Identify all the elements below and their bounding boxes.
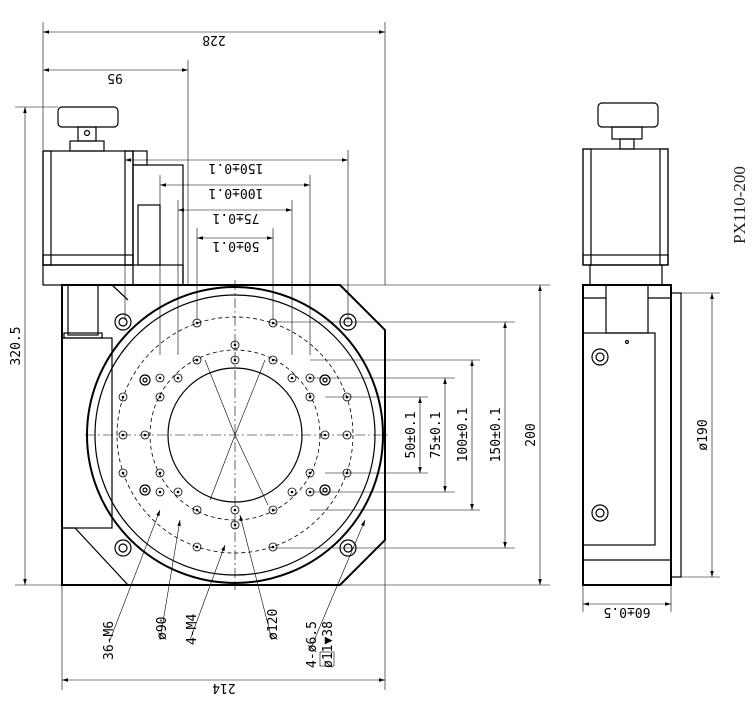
side-view — [582, 102, 682, 586]
threaded-hole-center — [158, 471, 162, 475]
threaded-hole — [155, 373, 165, 383]
threaded-hole-center — [233, 358, 237, 362]
threaded-hole — [192, 355, 202, 365]
threaded-hole-center — [271, 321, 275, 325]
threaded-hole — [192, 505, 202, 515]
threaded-hole — [305, 392, 315, 402]
threaded-hole — [192, 542, 202, 552]
threaded-hole-center — [233, 523, 237, 527]
side-motor-body — [582, 148, 669, 266]
threaded-hole — [305, 468, 315, 478]
threaded-hole — [342, 430, 352, 440]
side-housing — [582, 284, 672, 586]
threaded-hole-center — [323, 433, 327, 437]
threaded-hole-center — [290, 376, 294, 380]
threaded-hole — [118, 392, 128, 402]
motor-body — [42, 150, 134, 266]
front-view — [42, 106, 390, 590]
dim-side-depth: 60±0.5 — [604, 604, 651, 619]
threaded-hole — [140, 430, 150, 440]
dim-motor-offset: 95 — [107, 70, 123, 85]
dim-hole-50-v: 50±0.1 — [404, 412, 419, 459]
dim-bottom-width: 214 — [212, 680, 236, 695]
model-label: PX110-200 — [730, 166, 749, 244]
threaded-hole — [155, 468, 165, 478]
threaded-hole-center — [308, 395, 312, 399]
dimensions-front — [15, 22, 550, 690]
dim-hole-50-h: 50±0.1 — [213, 238, 260, 253]
callout-cbore-depth: ø11▼38 — [321, 621, 336, 668]
callout-circle-90: ø90 — [155, 617, 170, 640]
dowel-holes — [139, 374, 331, 496]
threaded-hole — [320, 430, 330, 440]
dim-hole-75-h: 75±0.1 — [213, 210, 260, 225]
threaded-hole-center — [158, 490, 162, 494]
threaded-hole-center — [195, 508, 199, 512]
dim-overall-width: 228 — [202, 32, 225, 47]
threaded-hole — [230, 505, 240, 515]
threaded-hole-center — [176, 490, 180, 494]
dim-hole-100-h: 100±0.1 — [209, 185, 264, 200]
threaded-hole — [173, 487, 183, 497]
dim-hole-100-v: 100±0.1 — [456, 408, 471, 463]
threaded-hole-center — [290, 490, 294, 494]
motor-adapter — [132, 164, 184, 286]
dim-hole-150-h: 150±0.1 — [209, 160, 264, 175]
motor-knob — [57, 106, 119, 128]
threaded-hole-center — [195, 358, 199, 362]
side-knob — [597, 102, 659, 128]
threaded-hole-center — [195, 321, 199, 325]
threaded-hole-center — [195, 545, 199, 549]
threaded-hole-center — [121, 471, 125, 475]
threaded-hole-center — [176, 376, 180, 380]
callout-circle-120: ø120 — [266, 609, 281, 640]
threaded-hole-center — [271, 508, 275, 512]
threaded-hole-center — [345, 433, 349, 437]
threaded-hole-center — [121, 433, 125, 437]
threaded-hole — [118, 468, 128, 478]
side-screw-top-icon — [591, 348, 609, 366]
callout-thread-4m4: 4-M4 — [185, 614, 200, 645]
threaded-hole-center — [158, 376, 162, 380]
threaded-hole — [230, 355, 240, 365]
threaded-hole — [268, 355, 278, 365]
threaded-hole — [155, 487, 165, 497]
dim-hole-75-v: 75±0.1 — [429, 412, 444, 459]
callout-cbore-holes: 4-ø6.5 — [305, 621, 320, 668]
dim-overall-height: 320.5 — [9, 326, 24, 365]
threaded-hole — [287, 373, 297, 383]
callout-threads: 36-M6 — [102, 621, 117, 660]
threaded-hole — [268, 542, 278, 552]
dim-hole-150-v: 150±0.1 — [489, 408, 504, 463]
dim-base-side: 200 — [524, 423, 539, 446]
threaded-hole — [173, 373, 183, 383]
threaded-hole-center — [158, 395, 162, 399]
side-screw-bottom-icon — [591, 504, 609, 522]
threaded-hole — [118, 430, 128, 440]
threaded-hole-center — [271, 545, 275, 549]
threaded-hole — [230, 340, 240, 350]
threaded-hole-center — [271, 358, 275, 362]
threaded-hole-center — [143, 433, 147, 437]
threaded-hole — [268, 505, 278, 515]
threaded-hole-center — [233, 343, 237, 347]
dim-side-height: ø190 — [696, 419, 711, 450]
threaded-hole-center — [121, 395, 125, 399]
knob-screw-icon — [83, 129, 91, 137]
threaded-hole-center — [308, 471, 312, 475]
left-block-lower — [62, 527, 129, 586]
threaded-hole — [155, 392, 165, 402]
dimensions-side — [582, 292, 720, 612]
threaded-hole-center — [233, 508, 237, 512]
threaded-hole — [230, 520, 240, 530]
threaded-hole — [287, 487, 297, 497]
